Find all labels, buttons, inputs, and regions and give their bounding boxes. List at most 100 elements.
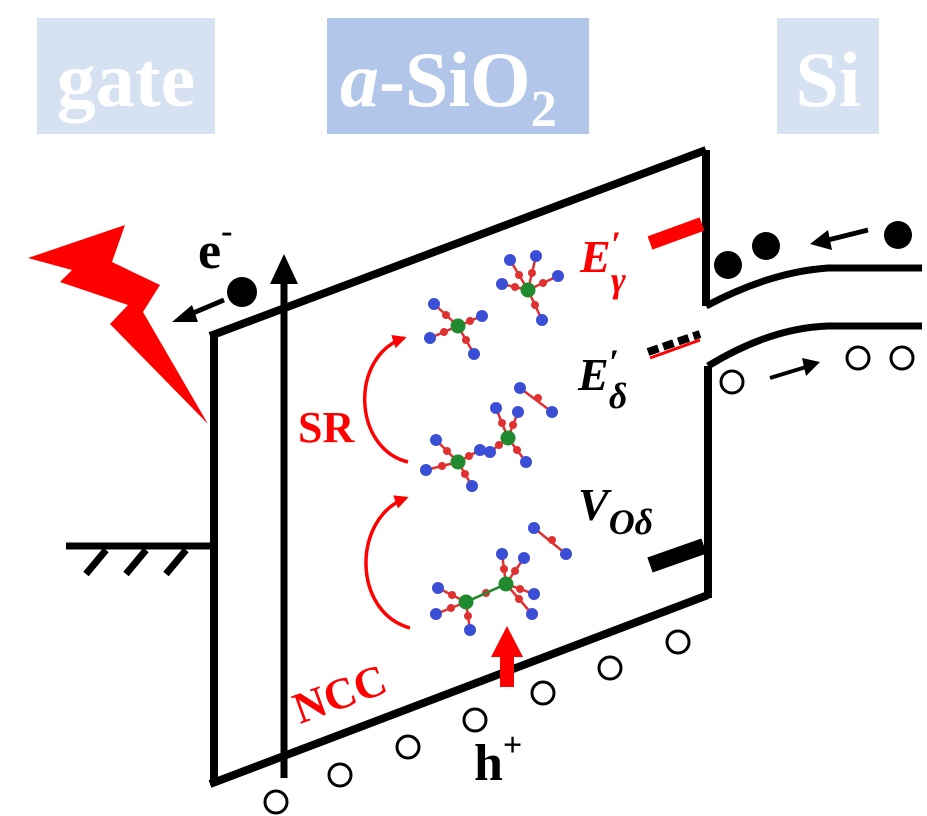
hydrogen-atom (430, 608, 442, 620)
open-circle-icon (889, 345, 915, 371)
si-valence-band (706, 322, 922, 369)
hydrogen-atom (468, 348, 480, 360)
hole-symbol: h (474, 735, 503, 792)
ncc-arrow (364, 495, 411, 630)
lightning-bolt-icon (28, 225, 208, 424)
oxygen-atom (531, 301, 539, 309)
hole-arrow-head (802, 358, 820, 376)
hydrogen-atom (424, 332, 436, 344)
sr-label: SR (298, 403, 355, 452)
oxygen-atom (466, 317, 474, 325)
electron-emission-arrow-head (172, 305, 198, 322)
electron-injection-arrow (823, 227, 869, 244)
hydrogen-atom (518, 552, 530, 564)
si-conduction-band (704, 264, 922, 310)
v-base: V (578, 479, 612, 530)
open-circle-icon (263, 789, 289, 815)
sr-arrow (363, 334, 409, 464)
e-delta-underline (649, 338, 701, 360)
hydrogen-atom (504, 254, 516, 266)
open-circle-icon (845, 345, 871, 371)
v-subscript: Oδ (609, 502, 653, 542)
oxygen-atom (442, 311, 450, 319)
hydrogen-atom (520, 456, 532, 468)
oxygen-atom (443, 447, 451, 455)
hole-arrow (769, 365, 807, 380)
oxygen-atom (516, 585, 524, 593)
oxide-subscript: 2 (531, 81, 557, 138)
si-label: Si (795, 36, 860, 123)
hole-superscript: + (503, 727, 522, 764)
hydrogen-atom (490, 402, 502, 414)
oxygen-atom (447, 604, 455, 612)
open-circle-icon (597, 655, 623, 681)
oxygen-atom (465, 452, 473, 460)
e-delta-dashes (646, 330, 702, 356)
ground-hatch (83, 547, 109, 577)
open-circle-icon (462, 707, 488, 733)
e-delta-base: E (577, 349, 609, 400)
e-gamma-base: E (579, 231, 611, 282)
ground-hatch (163, 547, 189, 577)
ground-hatch (123, 547, 149, 577)
hydrogen-atom (430, 434, 442, 446)
e-delta-prime: ′ (609, 342, 619, 382)
hydrogen-atom (528, 522, 540, 534)
filled-circle-icon (752, 232, 780, 260)
oxide-prefix: a (340, 36, 379, 123)
oxygen-atom (515, 595, 523, 603)
open-circle-icon (665, 629, 691, 655)
electron-label: e- (198, 213, 232, 280)
hydrogen-atom (552, 270, 564, 282)
header-si: Si (777, 18, 879, 134)
filled-circle-icon (884, 221, 912, 249)
header-gate: gate (37, 18, 215, 134)
oxygen-atom (462, 336, 470, 344)
oxygen-atom (539, 279, 547, 287)
hydrogen-atom (496, 548, 508, 560)
oxygen-atom (500, 565, 508, 573)
electron-injection-arrow-head (810, 230, 832, 250)
hydrogen-atom (530, 250, 542, 262)
oxygen-atom (498, 419, 506, 427)
open-circle-icon (395, 734, 421, 760)
silicon-atom (450, 318, 466, 334)
e-delta-level (646, 330, 702, 360)
oxygen-atom (513, 446, 521, 454)
oxygen-atom (464, 612, 472, 620)
hydrogen-atom (474, 444, 486, 456)
hydrogen-atom (420, 464, 432, 476)
oxygen-atom (511, 567, 519, 575)
e-gamma-prime: ′ (611, 224, 621, 264)
oxygen-atom (548, 536, 556, 544)
filled-circle-icon (714, 251, 742, 279)
gate-label: gate (57, 36, 196, 123)
header-oxide: a-SiO2 (327, 18, 589, 138)
ground-symbol (66, 542, 214, 577)
open-circle-icon (530, 680, 556, 706)
hydrogen-atom (546, 406, 558, 418)
hydrogen-atom (432, 582, 444, 594)
hydrogen-atom (496, 278, 508, 290)
hydrogen-atom (514, 382, 526, 394)
oxygen-atom (509, 421, 517, 429)
si-bands (704, 264, 922, 369)
hydrogen-atom (560, 548, 572, 560)
oxygen-atom (495, 441, 503, 449)
energy-arrow-head (270, 254, 298, 284)
e-gamma-level (647, 217, 705, 250)
e-gamma-label: E′γ (579, 224, 626, 300)
oxide-band-frame (208, 146, 712, 788)
gate-box (37, 18, 215, 134)
oxygen-atom (534, 394, 542, 402)
valence-holes (263, 629, 691, 815)
molecule-clusters (420, 250, 572, 636)
oxygen-atom (461, 470, 469, 478)
open-circle-icon (327, 762, 353, 788)
hydrogen-atom (428, 298, 440, 310)
e-gamma-subscript: γ (611, 260, 626, 300)
si-box (777, 18, 879, 134)
electron-superscript: - (221, 213, 232, 250)
hydrogen-atom (476, 310, 488, 322)
